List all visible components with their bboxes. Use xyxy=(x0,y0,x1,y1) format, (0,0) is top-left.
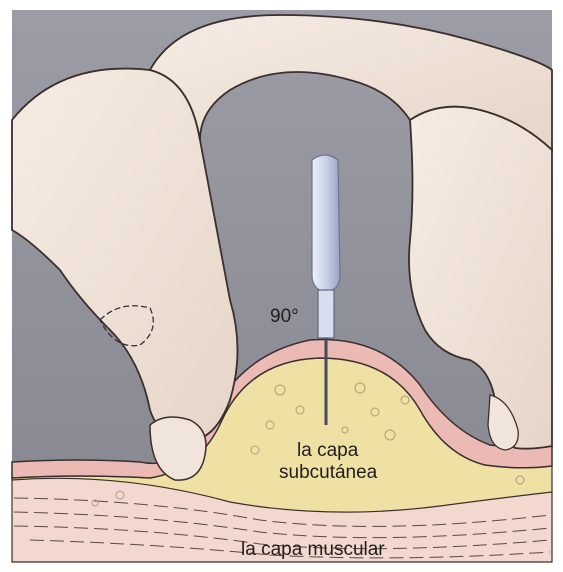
syringe-barrel xyxy=(312,155,340,292)
subcutaneous-label-line2: subcutánea xyxy=(279,462,378,483)
subcutaneous-label-line1: la capa xyxy=(297,440,359,461)
muscle-layer-label: la capa muscular xyxy=(241,539,385,560)
angle-label: 90° xyxy=(270,306,299,327)
syringe-hub xyxy=(318,290,334,338)
